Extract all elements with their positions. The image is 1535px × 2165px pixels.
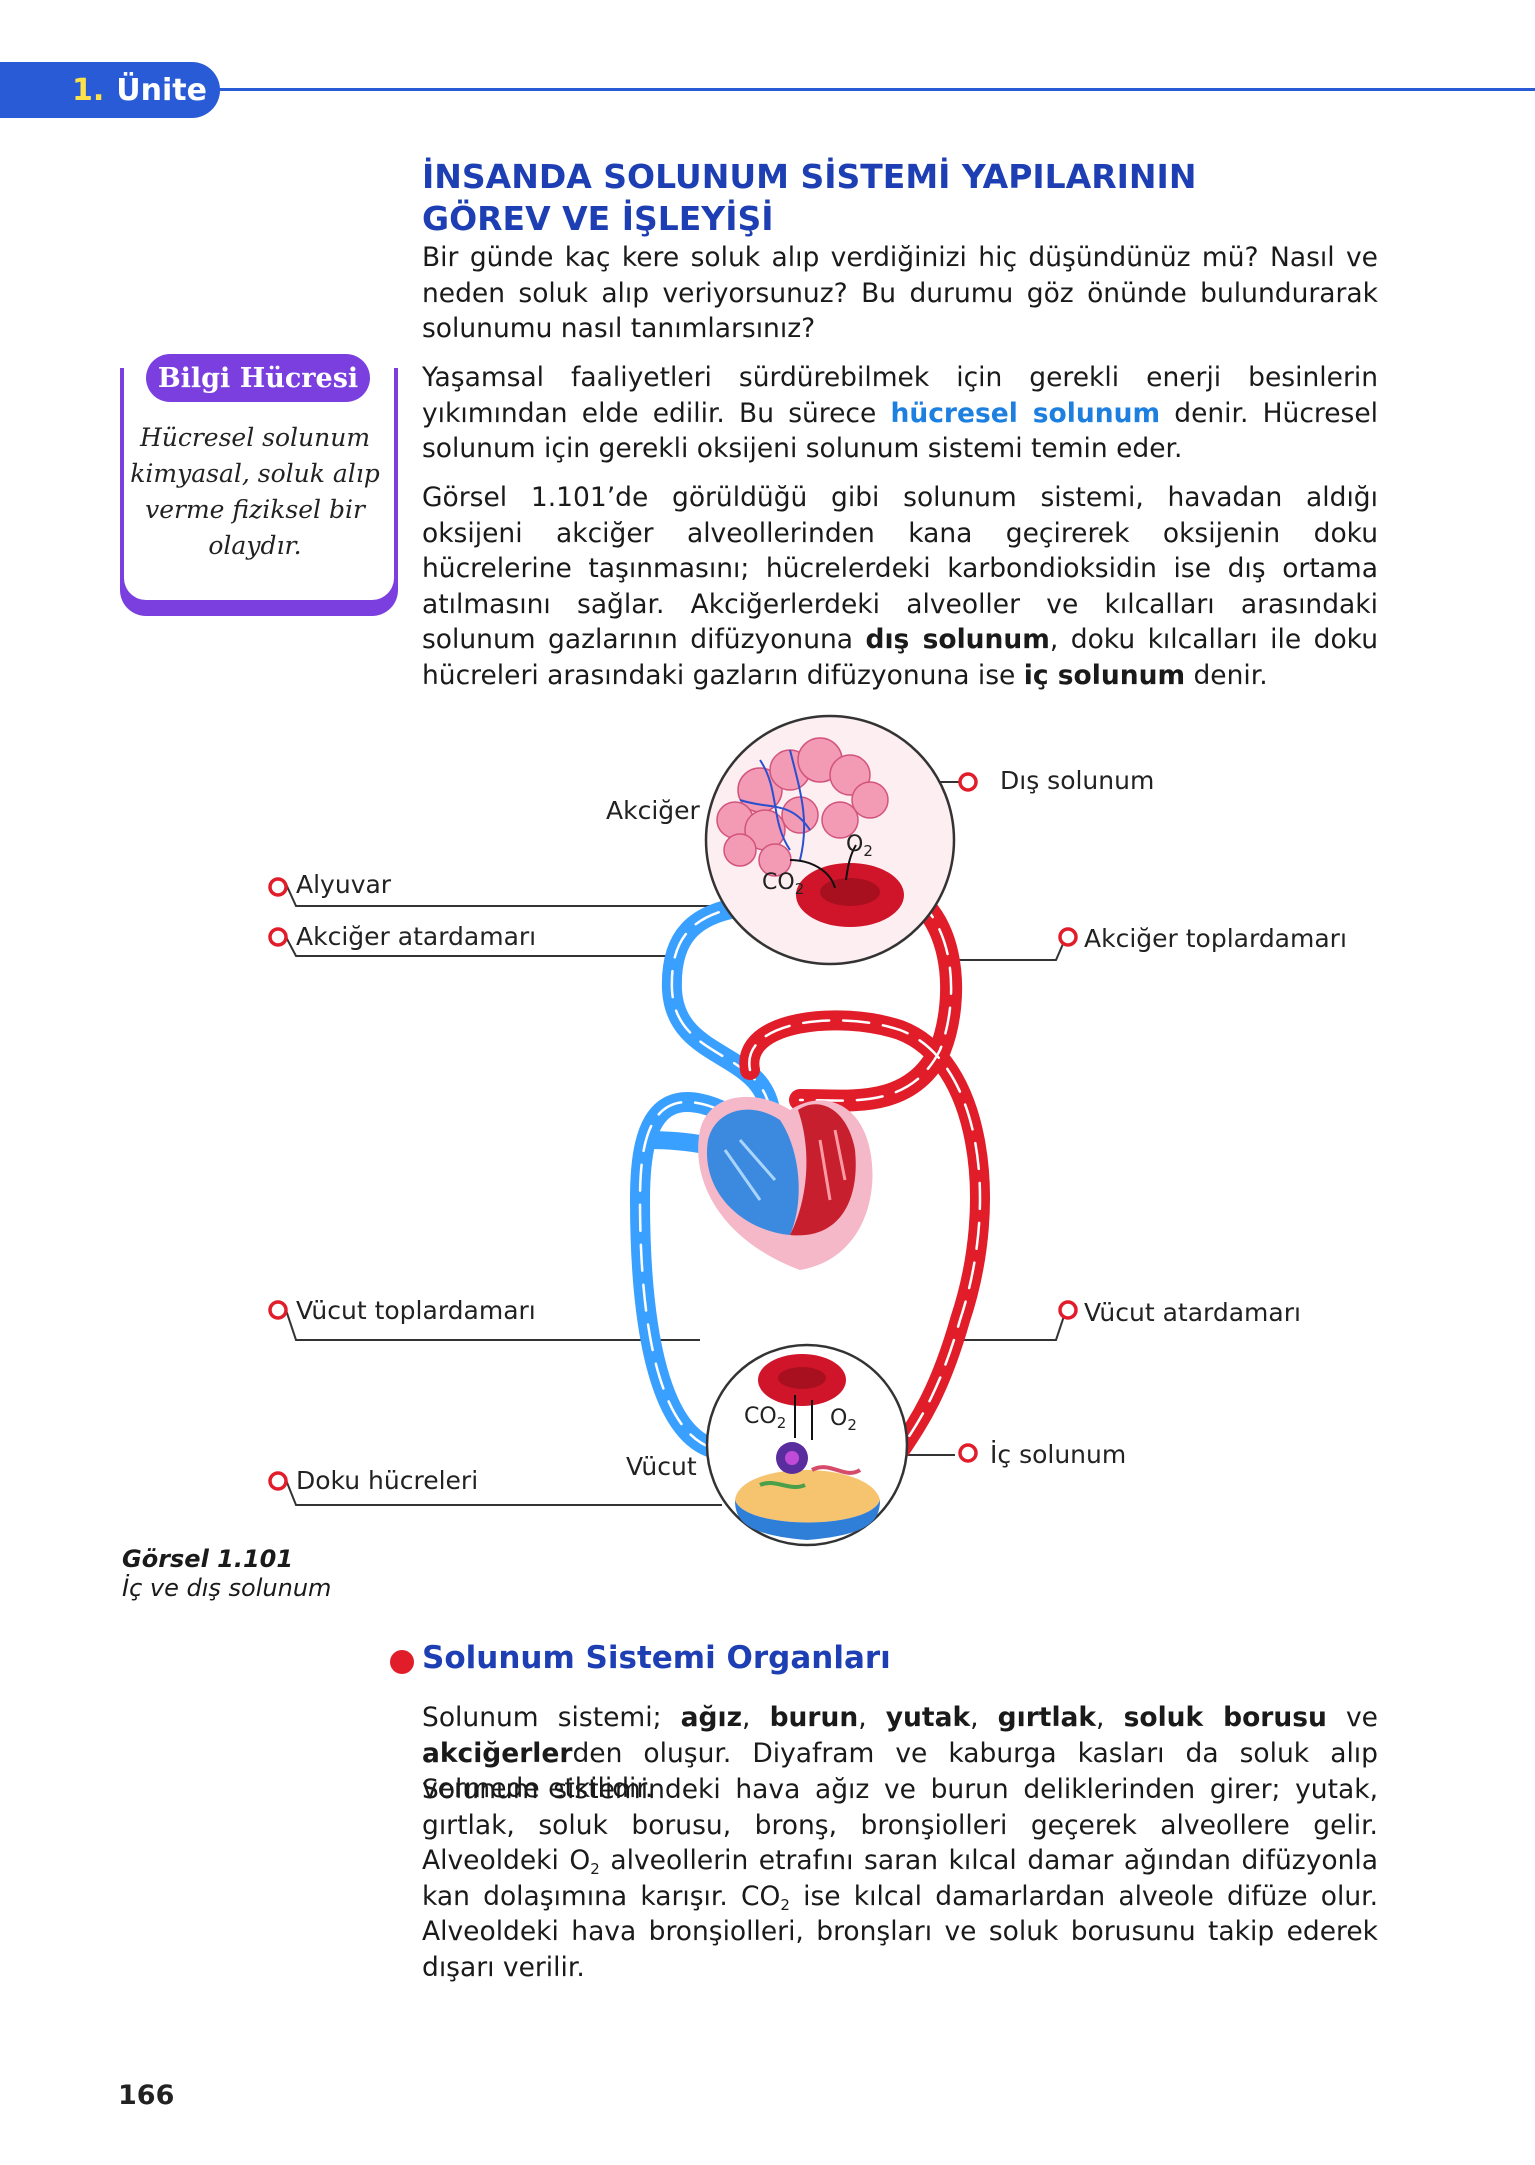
bold-term: iç solunum	[1023, 659, 1186, 691]
info-box-title: Bilgi Hücresi	[146, 354, 370, 402]
leader-lines	[285, 781, 1067, 1506]
paragraph-cellular-respiration: Yaşamsal faaliyetleri sürdürebilmek için…	[422, 360, 1378, 467]
gas-o2-lung: O2	[846, 832, 873, 860]
page-number: 166	[118, 2080, 175, 2111]
page-title-line2: GÖREV VE İŞLEYİŞİ	[422, 199, 774, 238]
text-span: Görsel 1.101’de görüldüğü gibi solunum s…	[422, 482, 1378, 655]
paragraph-air-path: Solunum sistemindeki hava ağız ve burun …	[422, 1774, 1379, 1983]
label-akciger-toplardamari: Akciğer toplardamarı	[1084, 924, 1347, 953]
label-doku-hucreleri: Doku hücreleri	[296, 1466, 479, 1495]
gas-co2-lung: CO2	[762, 870, 805, 898]
unit-number: 1.	[72, 72, 105, 108]
heart	[698, 1096, 873, 1270]
figure-caption-number: Görsel 1.101	[122, 1545, 294, 1573]
artery-paths	[739, 869, 990, 1460]
unit-badge: 1. Ünite	[0, 62, 220, 118]
unit-label: Ünite	[116, 72, 207, 108]
info-box	[120, 368, 398, 604]
gas-co2-tissue: CO2	[744, 1404, 787, 1432]
page-title: İNSANDA SOLUNUM SİSTEMİ YAPILARININ GÖRE…	[422, 156, 1422, 240]
lung-inset	[704, 714, 956, 966]
text-span: , doku kılcalları ile doku hücreleri ara…	[422, 624, 1378, 691]
info-box-text: Hücresel solunum kimyasal, soluk alıp ve…	[130, 423, 380, 560]
intro-paragraph: Bir günde kaç kere soluk alıp verdiğiniz…	[422, 242, 1378, 344]
leader-akciger-atardamari	[285, 936, 668, 957]
leader-alyuvar	[285, 883, 742, 907]
label-akciger-atardamari: Akciğer atardamarı	[296, 922, 537, 951]
header-rule	[210, 88, 1535, 91]
leader-doku-hucreleri	[285, 1479, 722, 1506]
label-vucut-toplardamari: Vücut toplardamarı	[296, 1296, 536, 1325]
paragraph-organs: Solunum sistemi; ağız, burun, yutak, gır…	[422, 1702, 1378, 1804]
text-span: Yaşamsal faaliyetleri sürdürebilmek için…	[422, 362, 1378, 429]
label-akciger: Akciğer	[606, 796, 700, 825]
figure-caption-text: İç ve dış solunum	[122, 1574, 332, 1602]
leader-akciger-toplardamari	[950, 936, 1067, 961]
label-ic-solunum: İç solunum	[990, 1440, 1127, 1469]
label-vucut: Vücut	[626, 1452, 697, 1481]
highlight-term: hücresel solunum	[890, 397, 1161, 429]
text-span: denir.	[1185, 659, 1268, 691]
label-vucut-atardamari: Vücut atardamarı	[1084, 1298, 1301, 1327]
tissue-inset	[705, 1343, 909, 1547]
label-dis-solunum: Dış solunum	[1000, 766, 1155, 795]
page-title-line1: İNSANDA SOLUNUM SİSTEMİ YAPILARININ	[422, 157, 1197, 196]
leader-vucut-toplardamari	[285, 1309, 700, 1341]
respiration-diagram	[268, 714, 1078, 1547]
gas-o2-tissue: O2	[830, 1406, 857, 1434]
leader-vucut-atardamari	[960, 1309, 1067, 1341]
label-rings	[268, 772, 1078, 1491]
label-alyuvar: Alyuvar	[296, 870, 392, 899]
section-title: Solunum Sistemi Organları	[422, 1640, 891, 1676]
section-bullet-icon	[390, 1650, 414, 1674]
paragraph-respiration-types: Görsel 1.101’de görüldüğü gibi solunum s…	[422, 480, 1378, 693]
text-span: denir. Hücresel solunum için gerekli oks…	[422, 397, 1378, 465]
bold-term: dış solunum	[865, 624, 1050, 655]
